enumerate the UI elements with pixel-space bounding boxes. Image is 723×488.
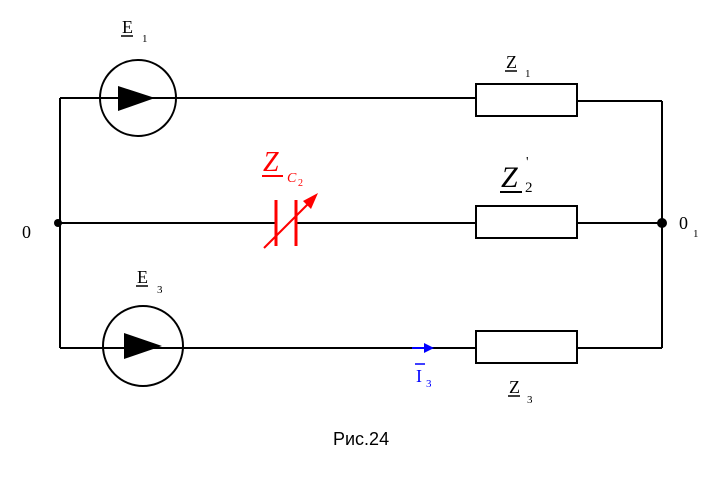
label-node-right-sub: 1 [693,228,699,240]
label-e3-sub: 3 [157,284,163,296]
label-z1: Z 1 [505,52,531,80]
label-z1-sub: 1 [525,68,531,80]
label-node-right-main: 0 [679,213,688,233]
label-zc2-sub: C [287,171,297,186]
label-z3-sub: 3 [527,394,533,406]
label-e3-main: E [137,267,148,287]
label-node-left: 0 [22,222,31,242]
label-e1-main: E [122,17,133,37]
label-i3-sub: 3 [426,378,432,390]
label-i3-main: I [416,366,422,386]
node-dot-left [54,219,62,227]
label-e1: E 1 [121,17,148,45]
resistor-z1 [475,83,578,117]
label-zc2-subsub: 2 [298,178,303,189]
label-z1-main: Z [506,52,517,72]
label-node-right: 0 1 [679,213,699,240]
current-arrow-i3 [412,343,434,353]
label-e3: E 3 [136,267,163,296]
label-z3: Z 3 [508,377,533,406]
label-zc2: Z C 2 [262,147,303,189]
source-e3 [102,305,184,387]
label-z3-main: Z [509,377,520,397]
label-i3: I 3 [415,363,432,390]
label-node-left-text: 0 [22,222,31,242]
label-z2-prime-mark: ' [526,155,529,170]
label-z2-main: Z [501,161,518,194]
label-zc2-main: Z [263,147,279,178]
label-z2-prime: Z ' 2 [500,155,533,196]
label-e1-sub: 1 [142,33,148,45]
node-dot-right [657,218,667,228]
label-z2-sub: 2 [525,180,533,196]
variable-capacitor-c2 [263,193,318,249]
resistor-z2-prime [475,205,578,239]
source-e1 [99,59,177,137]
resistor-z3 [475,330,578,364]
figure-caption: Рис.24 [333,429,389,449]
